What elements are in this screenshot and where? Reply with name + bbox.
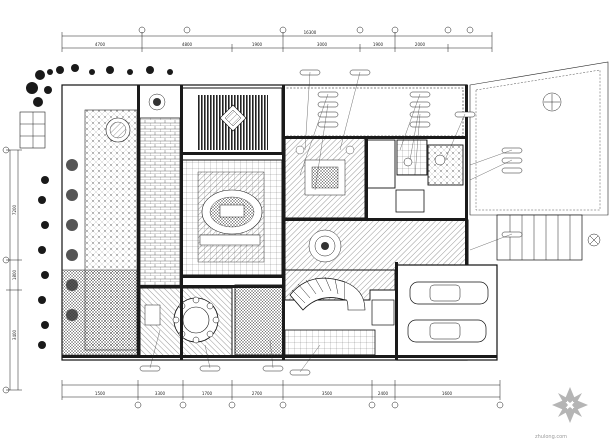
bottom-dim-4: 2700 — [252, 391, 263, 396]
car-lower — [407, 319, 487, 343]
garage — [396, 264, 498, 361]
top-dimension-lines: 16300 4700 4800 1900 3000 1900 2000 — [61, 26, 493, 52]
round-dining-room — [139, 287, 233, 357]
lower-corridor — [234, 284, 395, 356]
striped-rug-room — [181, 87, 283, 154]
bottom-dimension-lines: 1500 3300 1700 2700 3500 2400 1600 — [61, 380, 504, 409]
left-dim-3: 3400 — [12, 329, 17, 340]
top-overall-dim: 16300 — [304, 30, 317, 35]
watermark-logo: zhulong.com — [535, 387, 588, 440]
spiral-staircase — [289, 276, 366, 311]
bottom-dim-3: 1700 — [202, 391, 213, 396]
top-dim-5: 1900 — [373, 42, 384, 47]
bath-rooms — [366, 139, 464, 213]
bottom-dim-2: 3300 — [155, 391, 166, 396]
interior-walls — [62, 85, 497, 360]
annotation-tags — [139, 69, 523, 376]
bottom-dim-1: 1500 — [95, 391, 106, 396]
bottom-dim-7: 1600 — [442, 391, 453, 396]
brick-wall-strip — [139, 93, 181, 289]
car-upper — [409, 281, 489, 305]
entry-ramp — [496, 214, 601, 261]
top-dim-3: 1900 — [252, 42, 263, 47]
left-dim-1: 7200 — [12, 204, 17, 215]
watermark-text: zhulong.com — [535, 434, 567, 440]
top-dim-4: 3000 — [317, 42, 328, 47]
garden-lattice-area — [61, 109, 138, 356]
left-dim-2: 1800 — [12, 269, 17, 280]
bottom-dim-5: 3500 — [322, 391, 333, 396]
central-hall — [284, 219, 469, 301]
top-dim-6: 2000 — [415, 42, 426, 47]
bottom-dim-6: 2400 — [378, 391, 389, 396]
dining-room-upper — [284, 137, 366, 219]
top-dim-1: 4700 — [95, 42, 106, 47]
left-dimension-lines: 7200 1800 3400 — [2, 146, 22, 394]
top-dim-2: 4800 — [182, 42, 193, 47]
living-room — [181, 159, 283, 276]
